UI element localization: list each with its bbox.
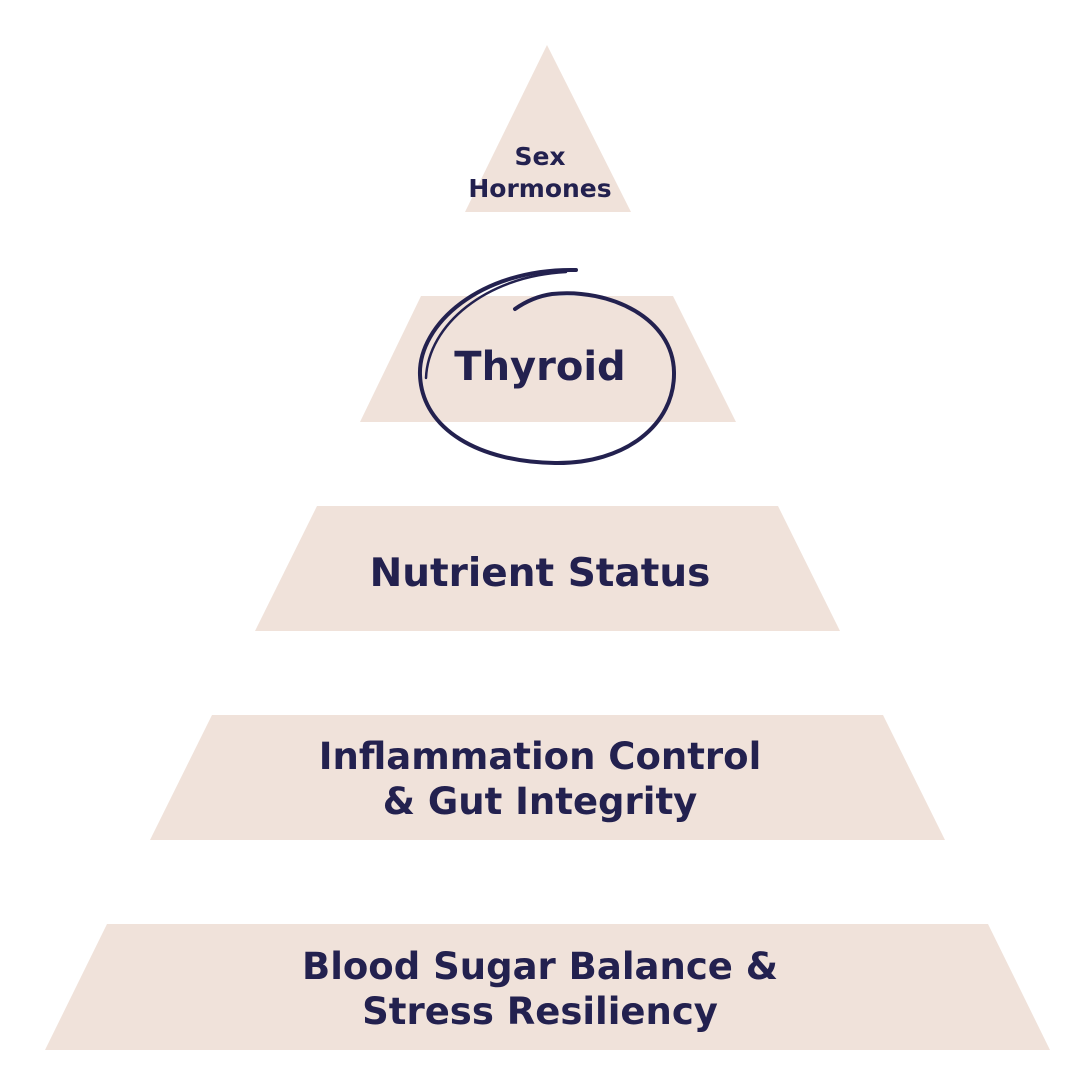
tier-label-line: Hormones	[468, 174, 612, 203]
tier-label-inflammation: Inflammation Control & Gut Integrity	[0, 738, 1080, 828]
tier-label-line: Nutrient Status	[369, 551, 711, 596]
tier-label-sex-hormones: Sex Hormones	[0, 144, 1080, 208]
highlight-circle	[417, 267, 677, 466]
tier-shape-thyroid	[360, 296, 736, 422]
tier-label-line: Thyroid	[454, 344, 626, 390]
tier-label-blood-sugar: Blood Sugar Balance & Stress Resiliency	[0, 948, 1080, 1038]
tier-label-line: Stress Resiliency	[362, 990, 718, 1033]
tier-label-line: Inflammation Control	[318, 735, 762, 778]
tier-label-nutrient-status: Nutrient Status	[0, 554, 1080, 593]
tier-label-line: & Gut Integrity	[382, 780, 698, 823]
tier-shape-sex-hormones	[465, 45, 631, 212]
tier-shape-blood-sugar	[45, 924, 1050, 1050]
tier-label-line: Blood Sugar Balance &	[302, 945, 778, 988]
tier-shape-nutrient-status	[255, 506, 840, 631]
tier-shape-inflammation	[150, 715, 945, 840]
tier-label-thyroid: Thyroid	[0, 347, 1080, 387]
tier-label-line: Sex	[514, 142, 566, 171]
